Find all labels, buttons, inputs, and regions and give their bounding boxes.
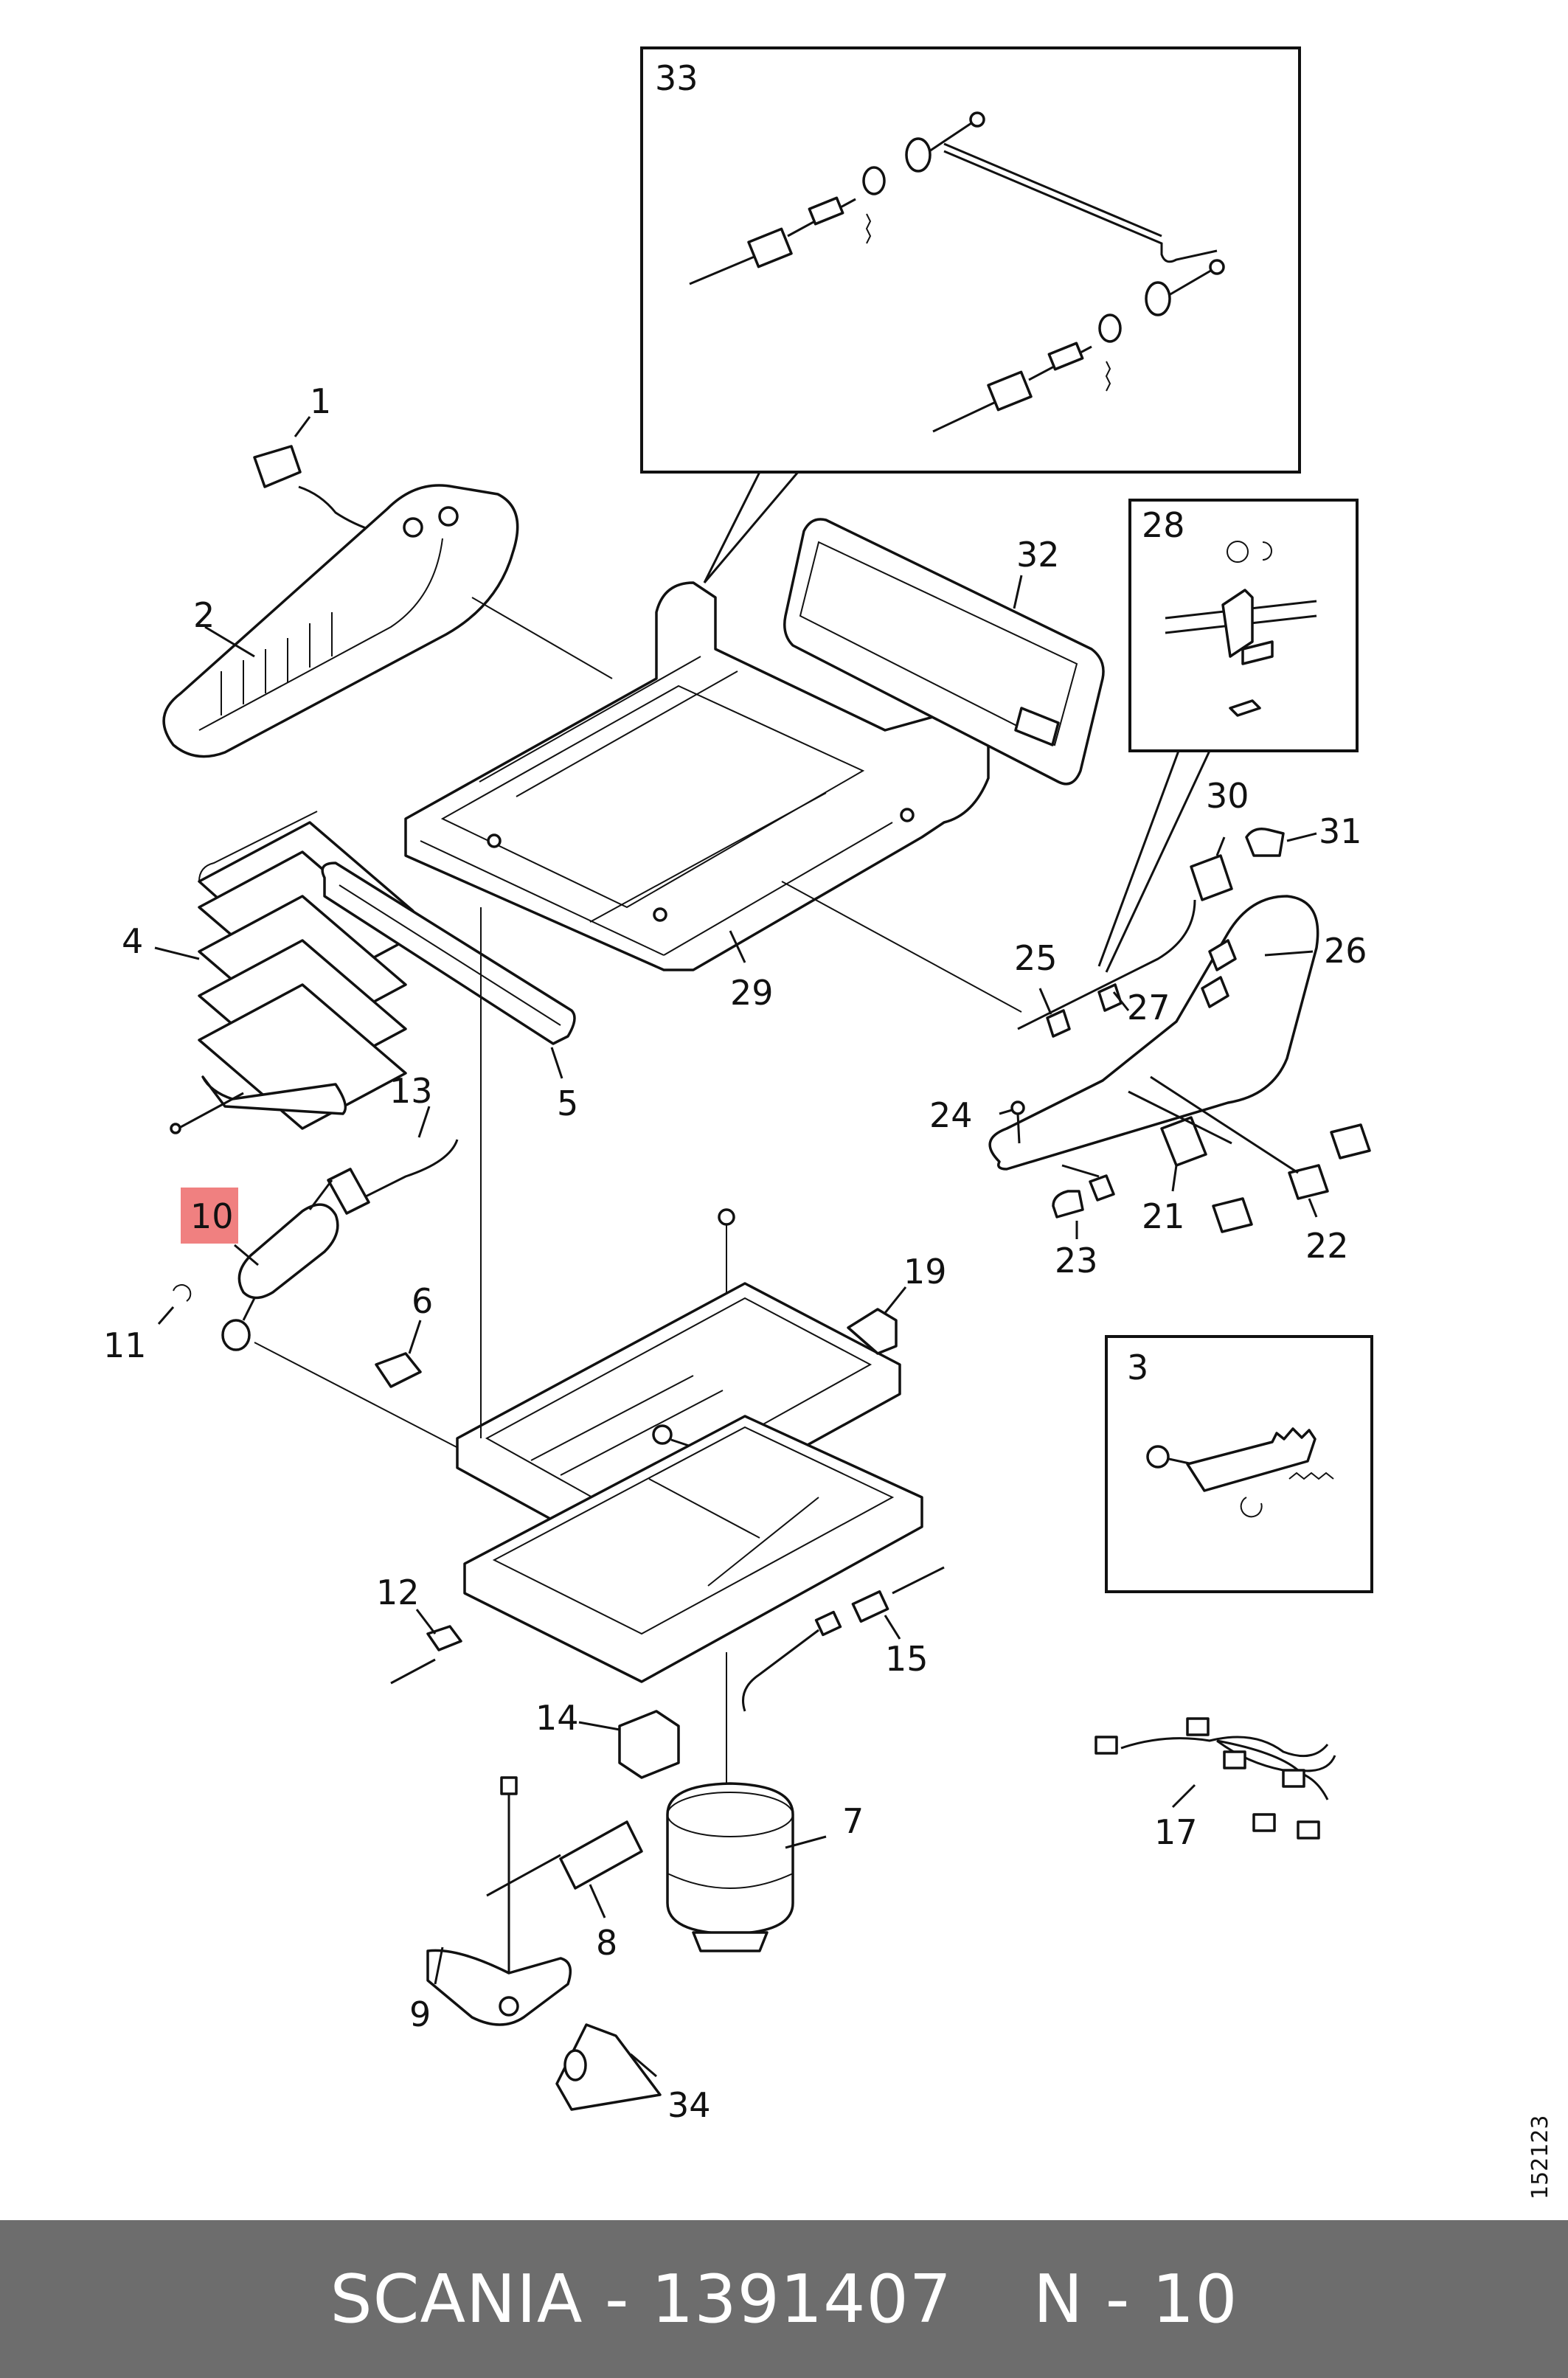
callout-8: 8 xyxy=(596,1923,617,1963)
callout-4: 4 xyxy=(122,921,143,961)
part-8-adjuster: 8 xyxy=(486,1776,643,2021)
part-23-caps: 23 xyxy=(1052,1164,1115,1280)
part-7-air-spring: 7 xyxy=(666,1652,864,1952)
callout-17: 17 xyxy=(1154,1812,1198,1852)
callout-10: 10 xyxy=(190,1196,234,1236)
part-32-panel: 32 xyxy=(783,518,1105,786)
callout-28: 28 xyxy=(1142,505,1185,545)
callout-15: 15 xyxy=(885,1639,929,1679)
callout-10-highlight xyxy=(181,1188,238,1244)
part-22-caps: 22 xyxy=(1150,1075,1371,1266)
part-4-bellows: 4 xyxy=(122,811,414,1134)
callout-23: 23 xyxy=(1055,1241,1098,1280)
part-21-switch: 21 xyxy=(1128,1090,1232,1236)
callout-30: 30 xyxy=(1206,776,1249,816)
callout-22: 22 xyxy=(1305,1226,1349,1266)
part-34-bracket: 34 xyxy=(555,2023,711,2125)
callout-21: 21 xyxy=(1142,1196,1185,1236)
inset-box-28: 28 xyxy=(1128,499,1359,752)
footer-bar: SCANIA - 1391407 N - 10 xyxy=(0,2220,1568,2378)
part-10-shock-absorber: 10 xyxy=(181,1179,339,1351)
callout-34: 34 xyxy=(667,2085,711,2125)
callout-12: 12 xyxy=(376,1573,420,1612)
inset-box-3: 3 xyxy=(1105,1335,1373,1593)
callout-31: 31 xyxy=(1319,811,1362,851)
part-29-seat-frame: 29 xyxy=(404,581,990,1013)
inset-box-33: 33 xyxy=(640,46,1301,474)
callout-14: 14 xyxy=(535,1698,579,1738)
part-6-clip: 6 xyxy=(375,1281,433,1388)
part-19-upper-base: 19 xyxy=(456,1208,947,1554)
part-1-seatbelt-buckle: 1 xyxy=(253,381,388,536)
part-9-pedal: 9 xyxy=(409,1947,572,2034)
leader-28-a xyxy=(1097,750,1180,967)
part-2-side-trim: 2 xyxy=(162,484,519,758)
part-12-valve: 12 xyxy=(376,1573,462,1685)
part-31-cap: 31 xyxy=(1245,811,1362,857)
part-5-bracket: 5 xyxy=(321,862,578,1123)
callout-6: 6 xyxy=(412,1281,433,1321)
callout-32: 32 xyxy=(1016,535,1060,575)
leader-33-left xyxy=(703,471,761,583)
callout-13: 13 xyxy=(389,1071,433,1111)
callout-9: 9 xyxy=(409,1994,431,2034)
callout-25: 25 xyxy=(1014,938,1058,978)
part-17-wiring-harness: 17 xyxy=(1095,1717,1336,1852)
callout-3: 3 xyxy=(1127,1348,1148,1387)
callout-11: 11 xyxy=(103,1325,147,1365)
part-30-switch: 30 xyxy=(1190,776,1249,901)
callout-29: 29 xyxy=(730,973,774,1013)
callout-26: 26 xyxy=(1324,931,1367,971)
part-25-rod: 25 27 xyxy=(1014,899,1196,1038)
footer-brand-part: SCANIA - 1391407 xyxy=(330,2260,952,2338)
callout-7: 7 xyxy=(842,1801,864,1841)
part-15-connector: 15 xyxy=(742,1566,945,1712)
part-26-side-trim: 26 xyxy=(988,895,1367,1171)
part-24-screw: 24 xyxy=(929,1095,1025,1144)
callout-5: 5 xyxy=(557,1084,578,1123)
part-14-block: 14 xyxy=(535,1698,680,1779)
part-13-cable: 13 xyxy=(327,1071,459,1215)
callout-19: 19 xyxy=(903,1252,947,1292)
callout-24: 24 xyxy=(929,1095,973,1135)
drawing-number: 152123 xyxy=(1527,2115,1553,2200)
exploded-seat-diagram: 33 28 xyxy=(103,46,1553,2200)
callout-2: 2 xyxy=(193,595,215,635)
leader-33-top xyxy=(703,471,799,583)
part-11-clip: 11 xyxy=(103,1284,192,1365)
callout-1: 1 xyxy=(310,381,331,421)
callout-27: 27 xyxy=(1127,988,1170,1027)
callout-33: 33 xyxy=(655,58,698,98)
leader-28-b xyxy=(1105,750,1211,973)
footer-position: N - 10 xyxy=(1033,2260,1238,2338)
scissor-lower-base xyxy=(463,1415,923,1683)
